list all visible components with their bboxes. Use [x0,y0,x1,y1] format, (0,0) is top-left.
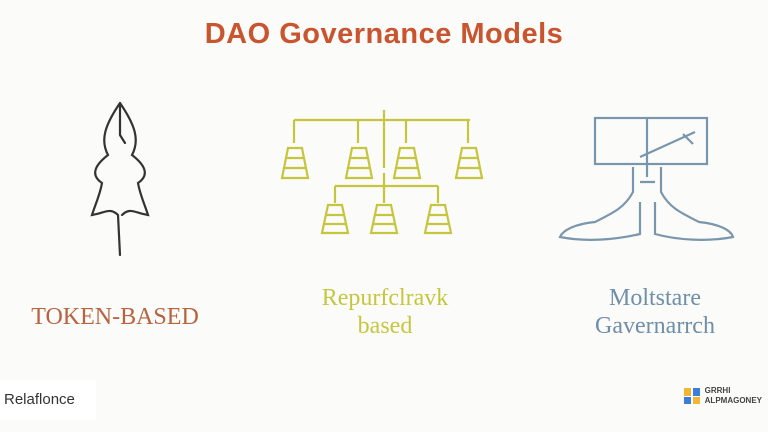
logo-icon [683,388,700,404]
model-label-multistake: Moltstare Gavernarrch [560,284,750,340]
token-icon [90,101,150,257]
label-line: Moltstare [609,285,701,311]
model-label-hierarchy: Repurfclravk based [290,284,480,340]
label-line: based [357,313,413,339]
model-label-token-based: TOKEN-BASED [20,303,210,331]
label-line: TOKEN-BASED [31,304,199,330]
logo-text-1: GRRHI [704,386,731,395]
board-hands-icon [558,116,735,241]
hierarchy-icon [280,110,484,235]
slide-title: DAO Governance Models [204,18,564,50]
footer-brand: Relaflonce [0,380,96,420]
label-line: Repurfclravk [321,285,449,311]
footer-logo: GRRHI ALPMAGONEY [683,386,762,406]
logo-text-2: ALPMAGONEY [704,396,762,405]
label-line: Gavernarrch [595,313,715,339]
